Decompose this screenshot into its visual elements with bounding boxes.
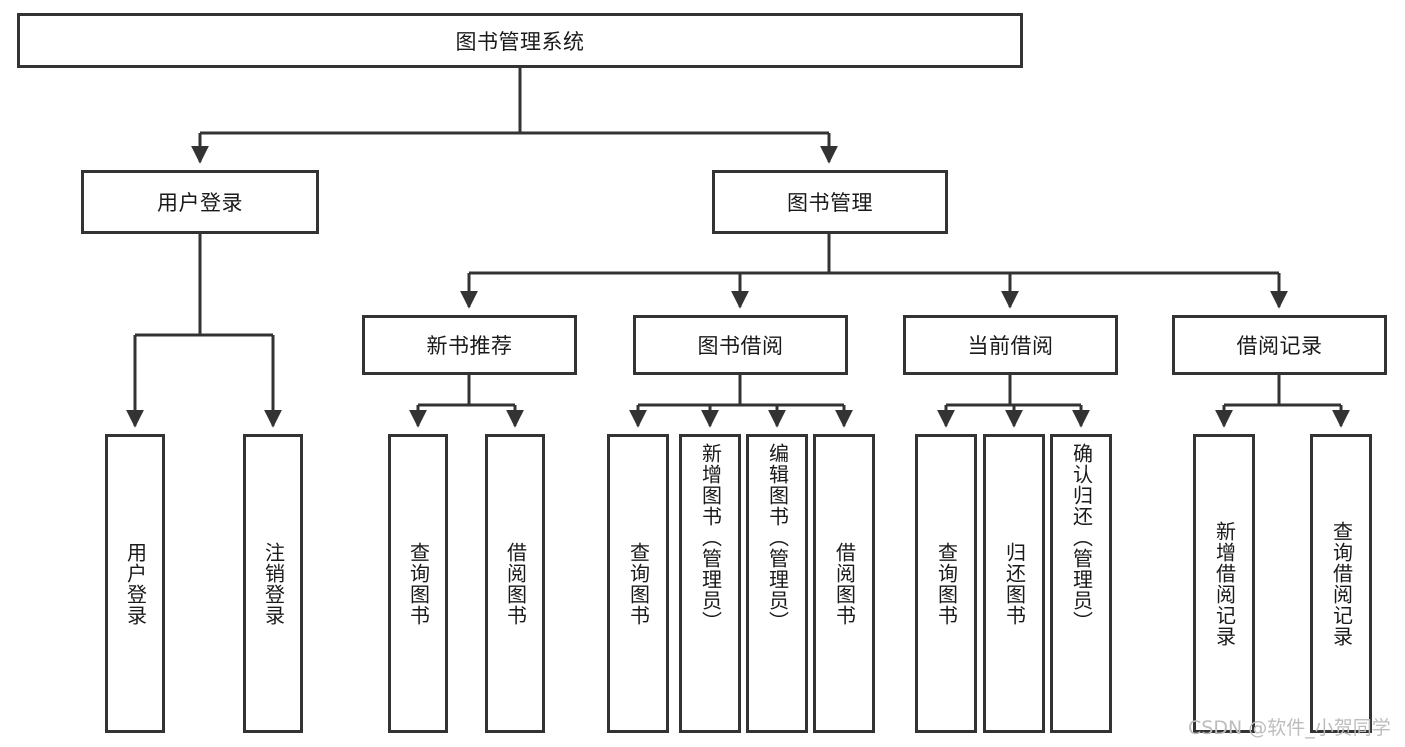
leaf-logout-label: 注销登录 [261, 541, 286, 626]
node-book-manage-label: 图书管理 [787, 191, 873, 215]
leaf-logout[interactable]: 注销登录 [243, 434, 303, 733]
node-book-manage[interactable]: 图书管理 [712, 170, 948, 234]
leaf-query-borrow-record[interactable]: 查询借阅记录 [1310, 434, 1372, 733]
node-root[interactable]: 图书管理系统 [17, 13, 1023, 68]
leaf-return-book[interactable]: 归还图书 [983, 434, 1045, 733]
node-current-borrow-label: 当前借阅 [967, 334, 1054, 358]
leaf-borrow-book-recommend-label: 借阅图书 [503, 541, 528, 626]
leaf-edit-book[interactable]: 编辑图书（管理员） [746, 434, 808, 733]
leaf-borrow-book-recommend[interactable]: 借阅图书 [485, 434, 545, 733]
node-root-label: 图书管理系统 [455, 29, 585, 54]
leaf-query-book-current-label: 查询图书 [934, 541, 959, 626]
node-user-login-label: 用户登录 [157, 191, 243, 215]
node-borrow-record-label: 借阅记录 [1236, 334, 1323, 358]
leaf-edit-book-label: 编辑图书（管理员） [765, 443, 790, 632]
leaf-query-book-recommend-label: 查询图书 [406, 541, 431, 626]
node-user-login[interactable]: 用户登录 [81, 170, 319, 234]
leaf-query-borrow-record-label: 查询借阅记录 [1329, 520, 1354, 647]
node-new-book-recommend-label: 新书推荐 [426, 334, 513, 358]
node-current-borrow[interactable]: 当前借阅 [903, 315, 1118, 375]
leaf-user-login-label: 用户登录 [123, 541, 148, 626]
leaf-add-borrow-record-label: 新增借阅记录 [1212, 520, 1237, 647]
node-book-borrow[interactable]: 图书借阅 [633, 315, 848, 375]
leaf-confirm-return-label: 确认归还（管理员） [1069, 443, 1094, 632]
leaf-query-book-borrow[interactable]: 查询图书 [607, 434, 669, 733]
leaf-query-book-recommend[interactable]: 查询图书 [388, 434, 448, 733]
leaf-confirm-return[interactable]: 确认归还（管理员） [1050, 434, 1112, 733]
leaf-return-book-label: 归还图书 [1002, 541, 1027, 626]
leaf-add-book[interactable]: 新增图书（管理员） [679, 434, 741, 733]
csdn-watermark: CSDN @软件_小贺同学 [1188, 717, 1391, 739]
leaf-query-book-current[interactable]: 查询图书 [915, 434, 977, 733]
leaf-query-book-borrow-label: 查询图书 [626, 541, 651, 626]
node-borrow-record[interactable]: 借阅记录 [1172, 315, 1387, 375]
leaf-borrow-book-label: 借阅图书 [832, 541, 857, 626]
node-new-book-recommend[interactable]: 新书推荐 [362, 315, 577, 375]
leaf-borrow-book[interactable]: 借阅图书 [813, 434, 875, 733]
leaf-user-login[interactable]: 用户登录 [105, 434, 165, 733]
node-book-borrow-label: 图书借阅 [697, 334, 784, 358]
leaf-add-book-label: 新增图书（管理员） [698, 443, 723, 632]
leaf-add-borrow-record[interactable]: 新增借阅记录 [1193, 434, 1255, 733]
